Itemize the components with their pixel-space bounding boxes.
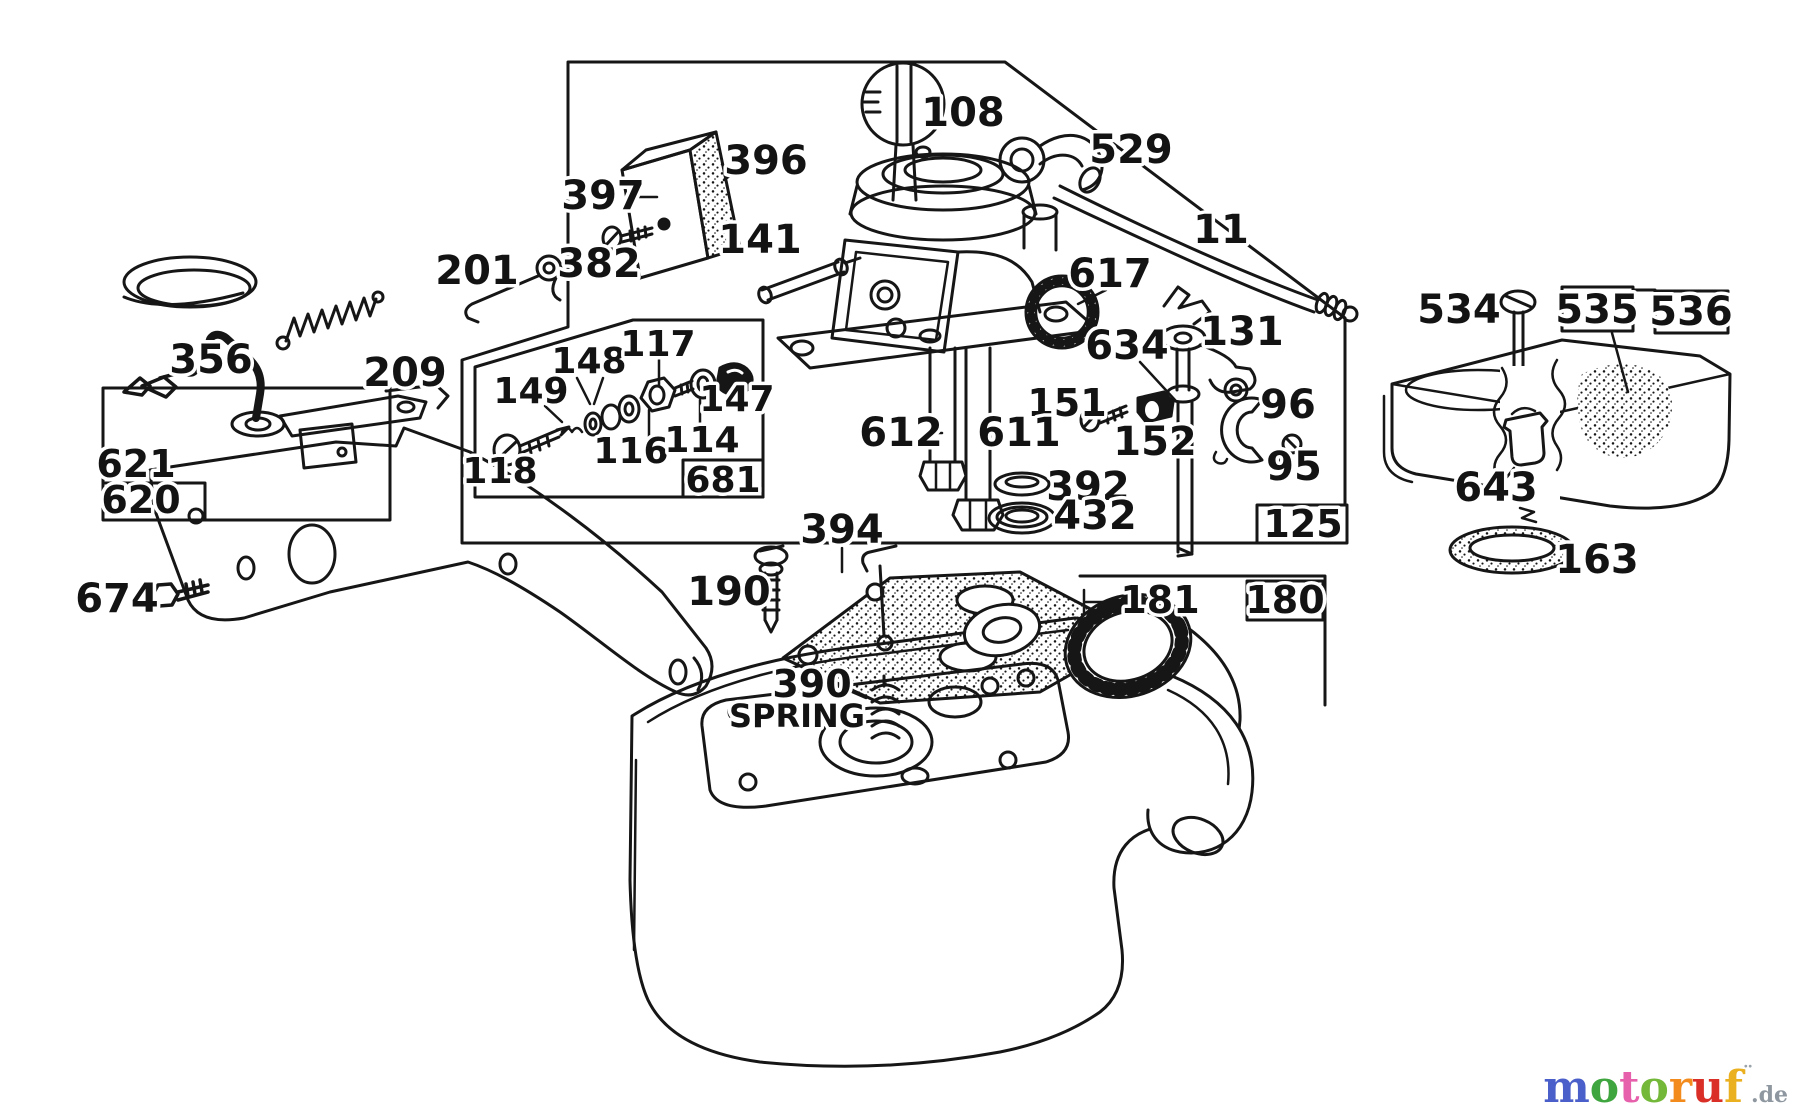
packing-screw-118 xyxy=(492,425,571,467)
part-label-151: 151 xyxy=(1027,381,1106,425)
part-label-397: 397 xyxy=(561,173,645,219)
part-label-674: 674 xyxy=(75,576,159,622)
logo-letter: r xyxy=(1668,1062,1693,1112)
motoruf-watermark-logo[interactable]: motoruf¨.de xyxy=(1543,1063,1788,1110)
label-box-125 xyxy=(1255,503,1349,545)
part-label-390: 390 xyxy=(772,662,851,706)
part-label-190: 190 xyxy=(687,569,771,615)
label-box-536 xyxy=(1653,289,1730,335)
governor-lever-620 xyxy=(205,330,450,470)
governor-group-box xyxy=(101,386,392,522)
part-label-131: 131 xyxy=(1200,309,1284,355)
dowel-pin-141 xyxy=(757,256,862,305)
part-label-390-caption: SPRING xyxy=(729,697,865,735)
part-label-11: 11 xyxy=(1193,207,1249,253)
part-label-149: 149 xyxy=(493,371,568,412)
part-label-536: 536 xyxy=(1649,289,1733,335)
fuel-tank-group-box xyxy=(1078,574,1327,707)
logo-letter: m xyxy=(1543,1062,1590,1112)
part-label-396: 396 xyxy=(724,138,808,184)
tank-gasket-163 xyxy=(1448,525,1576,575)
part-label-681: 681 xyxy=(685,460,760,501)
right-fuel-tank xyxy=(1382,338,1732,524)
carburetor-body xyxy=(776,152,1100,370)
needle-valve-parts-148 xyxy=(560,394,641,437)
label-box-180 xyxy=(1245,579,1325,622)
part-label-163: 163 xyxy=(1555,537,1639,583)
part-label-141: 141 xyxy=(718,217,802,263)
part-label-534: 534 xyxy=(1417,287,1501,333)
part-label-356: 356 xyxy=(169,337,253,383)
part-label-535: 535 xyxy=(1555,287,1639,333)
part-label-117: 117 xyxy=(620,324,695,365)
part-label-147: 147 xyxy=(699,379,774,420)
part-label-148: 148 xyxy=(551,341,626,382)
filter-element-535 xyxy=(1577,364,1672,458)
leader-lines xyxy=(543,164,1630,700)
logo-letter: t xyxy=(1619,1062,1640,1112)
screw-95 xyxy=(1270,433,1303,463)
washer-114 xyxy=(689,368,717,400)
part-label-643: 643 xyxy=(1454,465,1538,511)
governor-link-spring-201 xyxy=(464,254,563,324)
part-label-201: 201 xyxy=(435,248,519,294)
part-label-382: 382 xyxy=(557,241,641,287)
tank-mounting-pad xyxy=(700,661,1071,809)
label-box-535 xyxy=(1560,285,1635,333)
part-label-181: 181 xyxy=(1120,578,1199,622)
part-label-611: 611 xyxy=(977,410,1061,456)
part-label-432: 432 xyxy=(1053,493,1137,539)
fuel-pipe-11 xyxy=(1052,184,1359,323)
needle-body-147 xyxy=(716,362,754,397)
logo-letter: o xyxy=(1589,1062,1620,1112)
part-label-620: 620 xyxy=(101,478,180,522)
part-label-634: 634 xyxy=(1085,323,1169,369)
part-label-96: 96 xyxy=(1260,382,1316,428)
bracket-bolt-674 xyxy=(150,578,210,608)
throttle-shaft-634 xyxy=(1159,285,1212,558)
logo-letter: o xyxy=(1639,1062,1669,1112)
main-carburetor-group-box xyxy=(460,60,1349,545)
elbow-fitting-529 xyxy=(998,133,1104,194)
logo-letter: f xyxy=(1724,1062,1743,1112)
part-label-116: 116 xyxy=(593,431,668,472)
part-label-114: 114 xyxy=(664,420,739,461)
governor-clip-621 xyxy=(122,363,199,399)
part-label-529: 529 xyxy=(1089,127,1173,173)
label-box-681 xyxy=(681,458,765,499)
mounting-screw-190 xyxy=(753,544,789,634)
part-label-180: 180 xyxy=(1245,578,1324,622)
part-label-118: 118 xyxy=(462,451,537,492)
part-label-95: 95 xyxy=(1266,444,1322,490)
needle-seat-nut-117 xyxy=(639,376,695,413)
governor-spring-209 xyxy=(275,290,385,351)
part-label-125: 125 xyxy=(1263,502,1342,546)
air-cleaner-elbow-181 xyxy=(962,592,1255,857)
part-label-617: 617 xyxy=(1068,251,1152,297)
pump-diaphragm-96 xyxy=(1212,396,1264,465)
o-ring-392 xyxy=(993,471,1051,497)
air-filter-label-boxes xyxy=(1560,285,1730,335)
part-label-108: 108 xyxy=(921,90,1005,136)
seal-ring-432 xyxy=(987,501,1057,535)
choke-screw-382 xyxy=(601,225,654,251)
part-label-621: 621 xyxy=(96,442,175,486)
mounting-bolt-611 xyxy=(951,346,1005,532)
choke-ring-356 xyxy=(122,255,258,309)
fuel-cap-643 xyxy=(1502,406,1549,467)
logo-mark: ¨ xyxy=(1742,1061,1753,1085)
mounting-bolt-612 xyxy=(918,346,968,492)
part-label-392: 392 xyxy=(1046,464,1130,510)
logo-suffix: .de xyxy=(1750,1082,1788,1108)
logo-letter: u xyxy=(1692,1062,1725,1112)
cup-washer-152 xyxy=(1136,390,1175,424)
part-label-394: 394 xyxy=(800,507,884,553)
part-label-209: 209 xyxy=(363,350,447,396)
idle-screw-151 xyxy=(1079,404,1129,433)
part-label-612: 612 xyxy=(859,410,943,456)
part-label-152: 152 xyxy=(1113,419,1197,465)
